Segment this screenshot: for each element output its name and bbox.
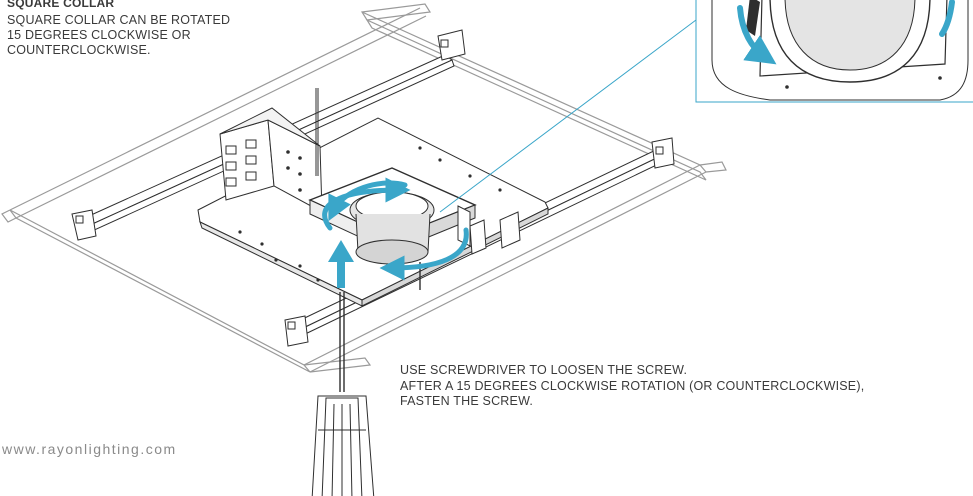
caption-line: FASTEN THE SCREW. bbox=[400, 394, 534, 408]
square-collar bbox=[308, 167, 477, 290]
curved-rotation-arrow-icon bbox=[939, 0, 955, 37]
inset-leader-line bbox=[439, 19, 697, 213]
curved-rotation-arrow-icon bbox=[737, 5, 777, 65]
caption-line: 15 DEGREES CLOCKWISE OR bbox=[7, 28, 191, 42]
curved-rotation-arrow-icon bbox=[328, 180, 408, 222]
square-collar-caption: SQUARE COLLAR SQUARE COLLAR CAN BE ROTAT… bbox=[7, 0, 307, 58]
bar-end-clips bbox=[71, 29, 675, 347]
rotation-arrows bbox=[322, 177, 469, 281]
inset-detail bbox=[695, 0, 973, 103]
ceiling-grid-rails bbox=[1, 3, 727, 373]
caption-line: SQUARE COLLAR CAN BE ROTATED bbox=[7, 13, 231, 27]
caption-line: AFTER A 15 DEGREES CLOCKWISE ROTATION (O… bbox=[400, 378, 865, 393]
curved-rotation-arrow-icon bbox=[379, 227, 469, 281]
plate-brackets bbox=[469, 211, 521, 255]
screwdriver-caption: USE SCREWDRIVER TO LOOSEN THE SCREW. AFT… bbox=[400, 363, 970, 410]
junction-box bbox=[219, 88, 323, 213]
website-link[interactable]: www.rayonlighting.com bbox=[2, 441, 177, 457]
caption-title: SQUARE COLLAR bbox=[7, 0, 115, 10]
screwdriver-icon bbox=[311, 292, 375, 496]
caption-line: COUNTERCLOCKWISE. bbox=[7, 43, 151, 57]
up-arrow-icon bbox=[328, 240, 354, 288]
caption-line: USE SCREWDRIVER TO LOOSEN THE SCREW. bbox=[400, 363, 688, 377]
